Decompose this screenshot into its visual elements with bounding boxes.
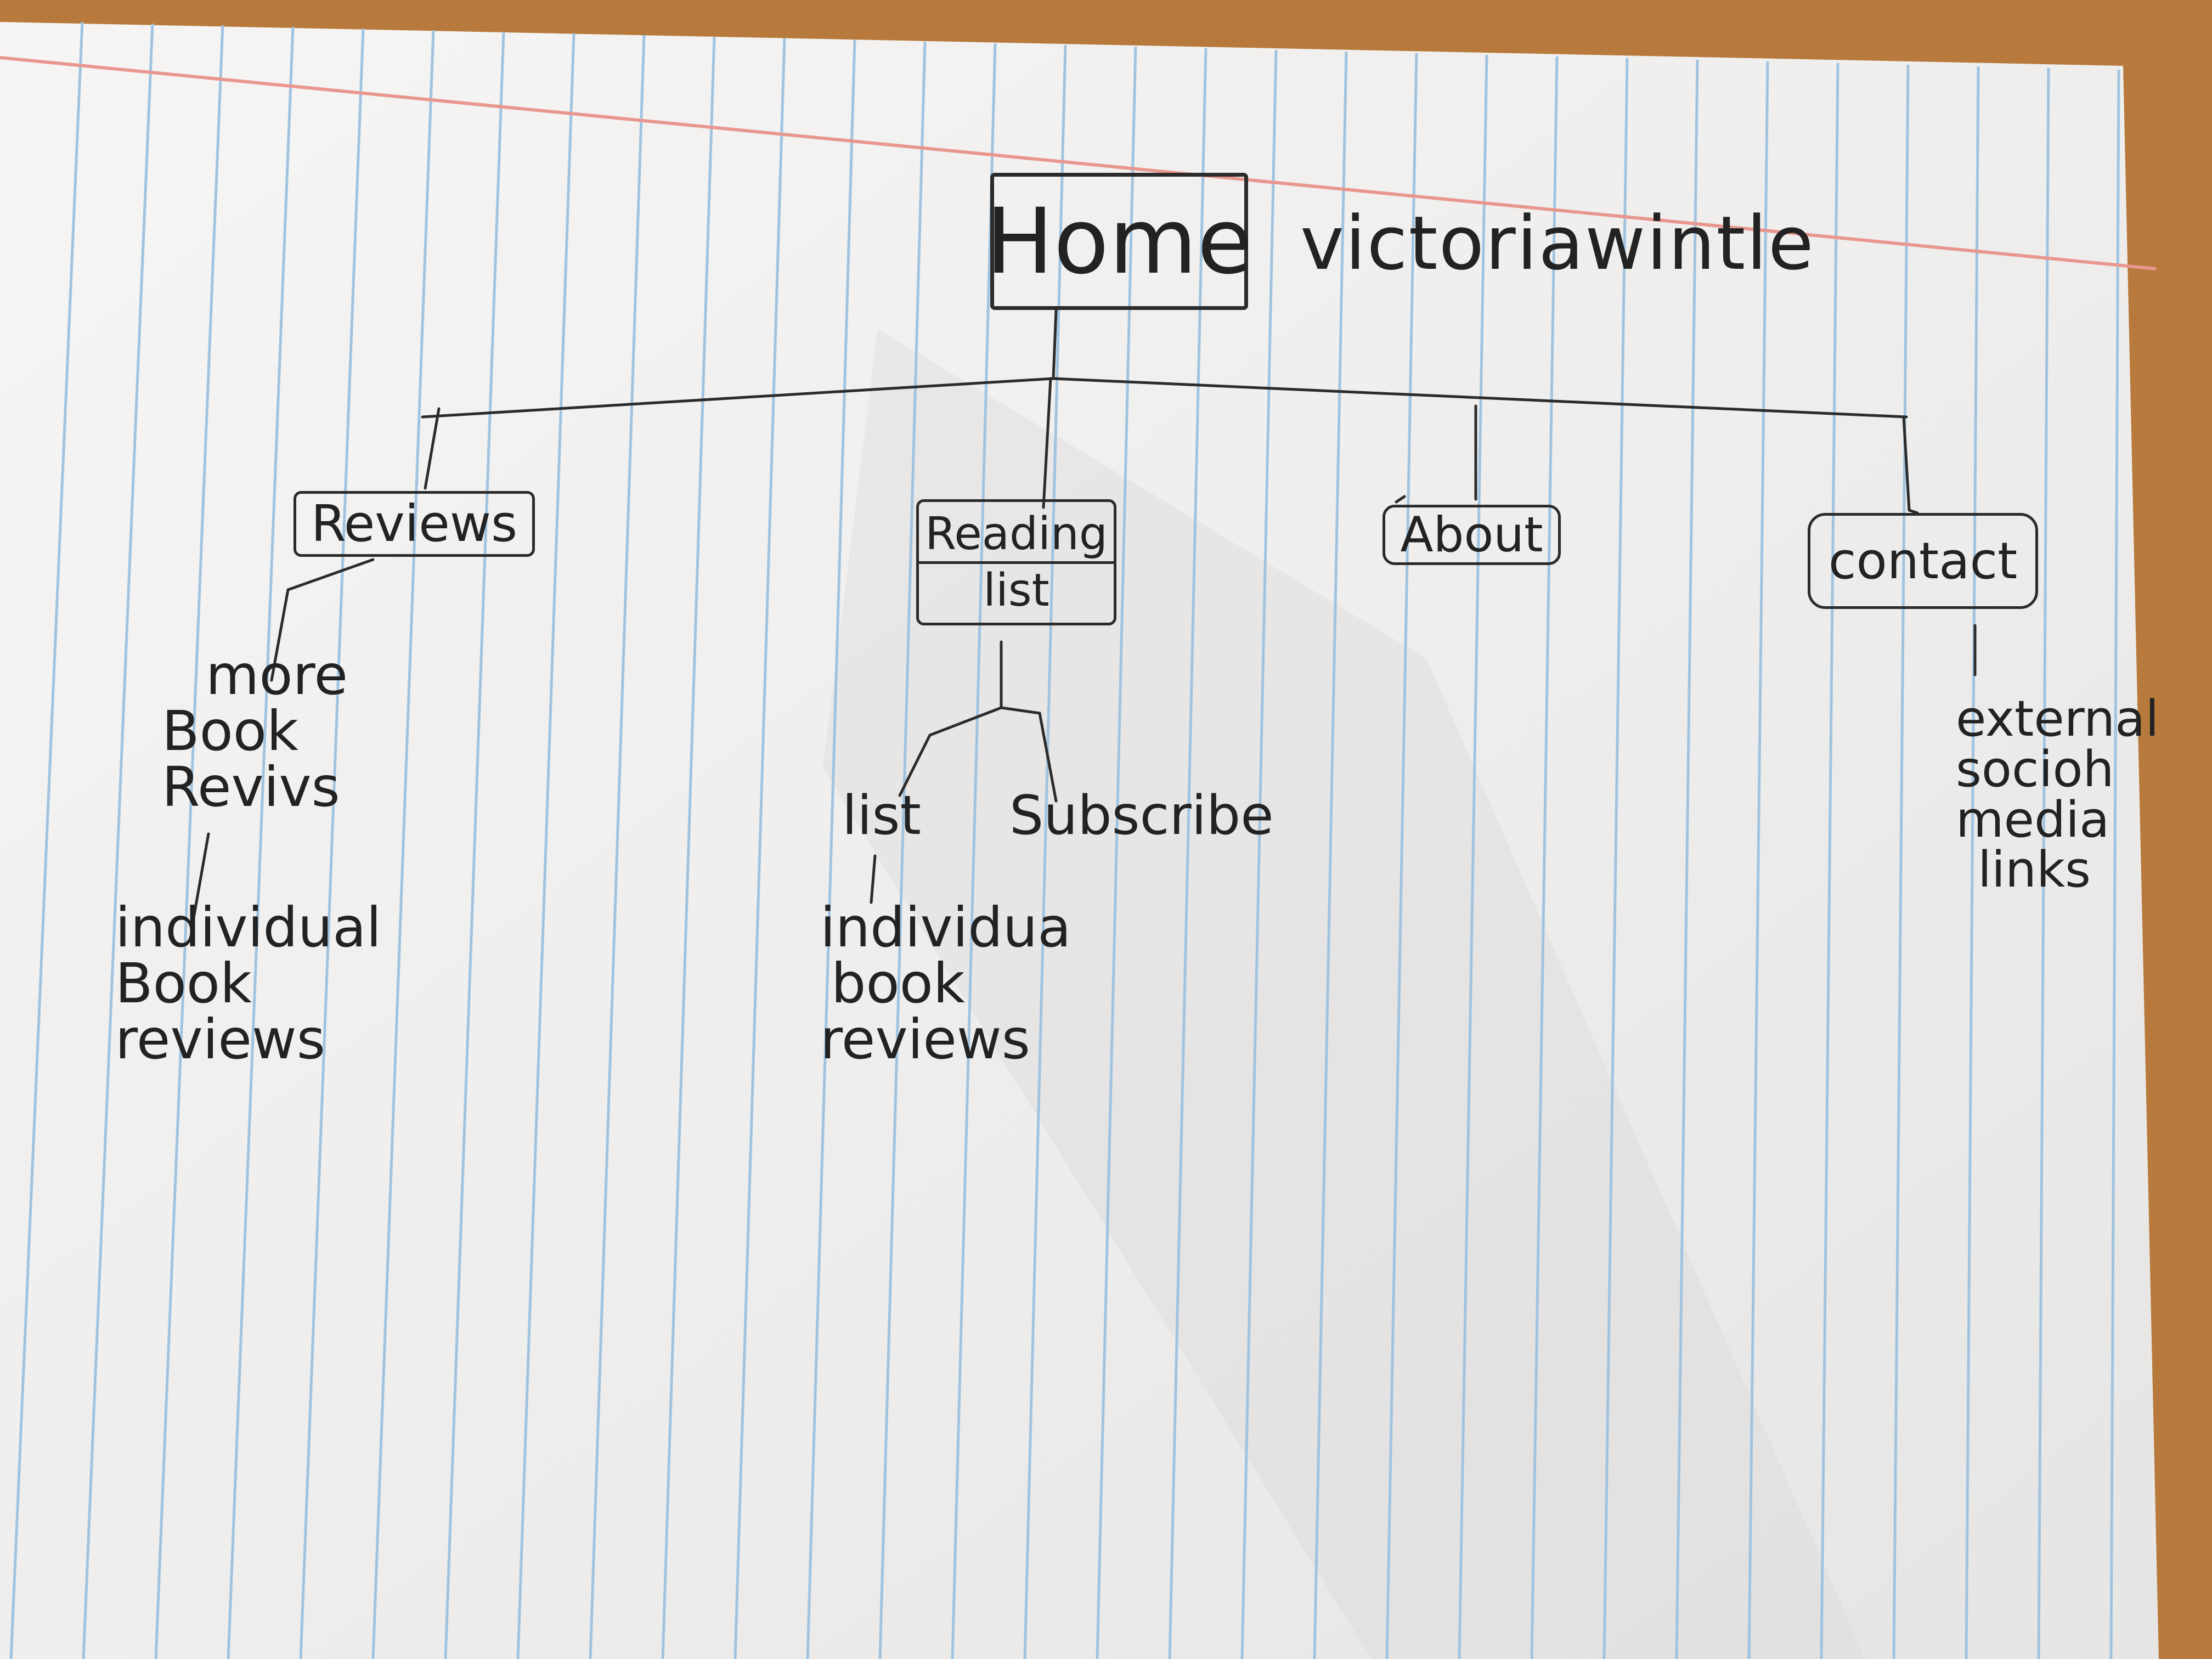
- more-book-reviews-note: more Book Revivs: [162, 647, 348, 815]
- external-social-media-links-note: external socioh media links: [1956, 694, 2159, 895]
- reviews-label: Reviews: [311, 494, 518, 553]
- note-line: Book: [162, 699, 298, 763]
- rule-line: [878, 41, 927, 1659]
- rule-line: [2037, 67, 2050, 1659]
- rule-line: [227, 26, 295, 1659]
- rule-line: [589, 35, 646, 1659]
- reading-list-label-line2: list: [983, 564, 1049, 617]
- about-label: About: [1400, 506, 1543, 563]
- rule-line: [82, 23, 154, 1659]
- reading-list-label-line1: Reading: [925, 507, 1108, 560]
- rule-line: [806, 40, 856, 1659]
- rule-line: [1675, 59, 1699, 1659]
- rule-line: [1820, 63, 1839, 1659]
- rule-line: [444, 31, 505, 1659]
- rule-line: [154, 25, 224, 1659]
- note-line: individua: [820, 895, 1071, 960]
- rule-line: [1096, 46, 1137, 1659]
- reviews-stem: [424, 407, 441, 490]
- about-stem: [1395, 404, 1477, 504]
- rule-line: [371, 30, 435, 1659]
- rule-line: [1747, 61, 1769, 1659]
- rule-line: [661, 36, 716, 1659]
- note-line: reviews: [115, 1007, 325, 1071]
- rule-line: [1168, 48, 1207, 1659]
- rule-line: [299, 28, 365, 1659]
- note-line: external: [1956, 690, 2159, 748]
- note-line: socioh: [1956, 740, 2114, 798]
- rule-line: [1892, 64, 1910, 1659]
- reading-stem: [1042, 377, 1052, 509]
- subscribe-note: Subscribe: [1009, 785, 1274, 847]
- note-line: links: [1978, 841, 2091, 899]
- note-line: Revivs: [162, 755, 340, 819]
- note-line: individual: [115, 895, 382, 960]
- reading-list-divider: [919, 561, 1114, 564]
- note-line: more: [206, 643, 348, 707]
- reading-list-node: Reading list: [916, 499, 1116, 625]
- site-name: victoriawintle: [1300, 200, 1815, 286]
- about-node: About: [1383, 505, 1561, 565]
- rule-line: [951, 43, 997, 1659]
- rule-line: [516, 33, 575, 1659]
- note-line: Book: [115, 951, 252, 1015]
- rule-line: [1965, 66, 1980, 1659]
- rule-line: [2109, 69, 2120, 1659]
- reading-split: [898, 640, 1058, 803]
- note-line: reviews: [820, 1007, 1030, 1071]
- reviews-to-more: [270, 558, 375, 682]
- rule-line: [1458, 54, 1488, 1659]
- note-line: book: [831, 951, 965, 1015]
- rule-line: [1240, 49, 1278, 1659]
- list-individual-reviews-note: individua book reviews: [820, 900, 1071, 1068]
- note-line: media: [1956, 791, 2110, 849]
- home-stem: [1052, 308, 1058, 380]
- contact-label: contact: [1828, 531, 2018, 590]
- rule-line: [9, 21, 84, 1659]
- list-note: list: [842, 785, 921, 847]
- rule-line: [1530, 56, 1559, 1659]
- rule-line: [1023, 44, 1067, 1659]
- contact-stem: [1902, 415, 1919, 515]
- branch-bar: [421, 377, 1908, 419]
- home-label: Home: [985, 188, 1253, 294]
- more-to-individual: [190, 832, 210, 929]
- rule-line: [1385, 53, 1418, 1659]
- rule-line: [733, 38, 786, 1659]
- home-node: Home: [985, 173, 1253, 310]
- rule-line: [1602, 58, 1629, 1659]
- list-to-individual: [870, 854, 877, 904]
- rule-line: [1313, 51, 1348, 1659]
- individual-book-reviews-note: individual Book reviews: [115, 900, 381, 1068]
- reviews-node: Reviews: [294, 491, 535, 557]
- contact-node: contact: [1808, 513, 2038, 609]
